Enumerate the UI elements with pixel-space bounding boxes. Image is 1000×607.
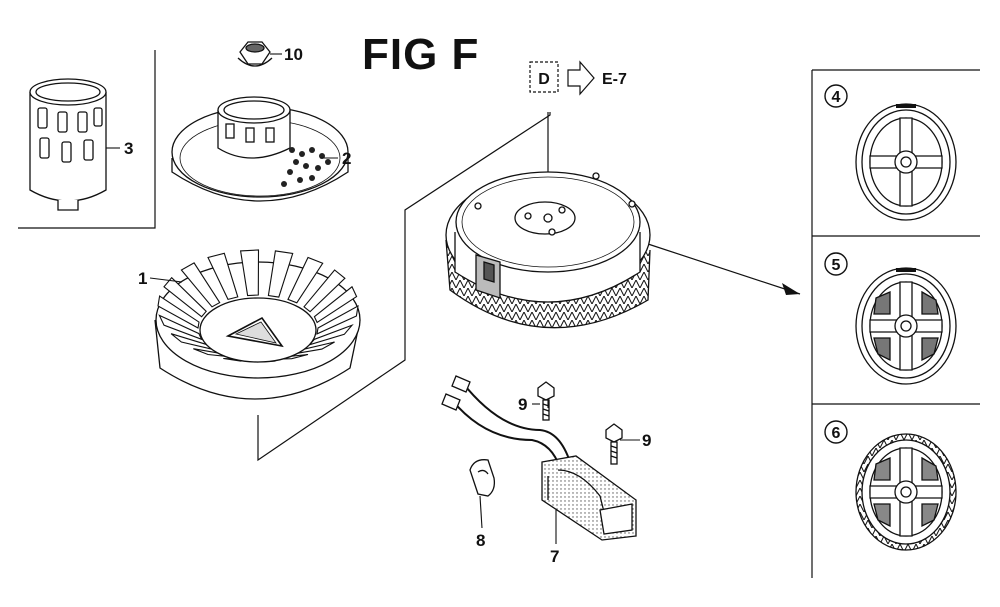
variant-flywheel-4 xyxy=(855,103,957,221)
callout-7: 7 xyxy=(550,547,559,566)
fan-blade xyxy=(267,250,294,298)
leader-lines xyxy=(106,53,640,544)
reference-letter: D xyxy=(538,71,550,88)
part-1-fan xyxy=(154,249,361,400)
variant-flywheel-5 xyxy=(855,267,957,385)
part-3-cooling-cup xyxy=(29,78,107,211)
fan-blade xyxy=(313,285,358,324)
variant-label-6: 6 xyxy=(824,420,848,444)
part-9-bolt-upper xyxy=(537,381,555,421)
callout-2: 2 xyxy=(342,149,351,168)
figure-title: FIG F xyxy=(362,30,480,79)
fan-blade xyxy=(158,314,203,341)
callout-1: 1 xyxy=(138,269,147,288)
callout-9-lower: 9 xyxy=(642,431,651,450)
part-9-bolt-lower xyxy=(605,423,623,465)
variant-label-5: 5 xyxy=(824,252,848,276)
flywheel xyxy=(445,171,651,329)
svg-text:6: 6 xyxy=(832,425,841,442)
part-10-nut xyxy=(237,41,273,67)
part-8-clamp xyxy=(469,459,496,497)
callout-10: 10 xyxy=(284,45,303,64)
variant-flywheel-6 xyxy=(855,433,957,551)
fan-blade xyxy=(157,295,200,329)
callout-8: 8 xyxy=(476,531,485,550)
svg-text:4: 4 xyxy=(832,89,841,106)
callout-3: 3 xyxy=(124,139,133,158)
fan-blade xyxy=(287,256,324,304)
svg-text:5: 5 xyxy=(832,257,841,274)
fan-blade xyxy=(303,269,346,313)
arrow-head xyxy=(782,283,800,295)
part-7-pulse-generator xyxy=(441,375,637,541)
fan-blade xyxy=(180,262,221,308)
reference-target: E-7 xyxy=(602,71,627,88)
fan-blade xyxy=(316,304,359,335)
variant-label-4: 4 xyxy=(824,84,848,108)
fan-blade xyxy=(163,276,207,318)
callout-9-upper: 9 xyxy=(518,395,527,414)
part-2-starter-pulley xyxy=(171,96,349,202)
reference-box: D E-7 xyxy=(529,60,627,96)
fan-blade xyxy=(239,249,260,297)
reference-arrow-icon xyxy=(567,60,595,96)
fan-blades xyxy=(157,249,359,363)
fan-blade xyxy=(207,252,239,301)
assembly-outline-lines xyxy=(18,50,980,578)
